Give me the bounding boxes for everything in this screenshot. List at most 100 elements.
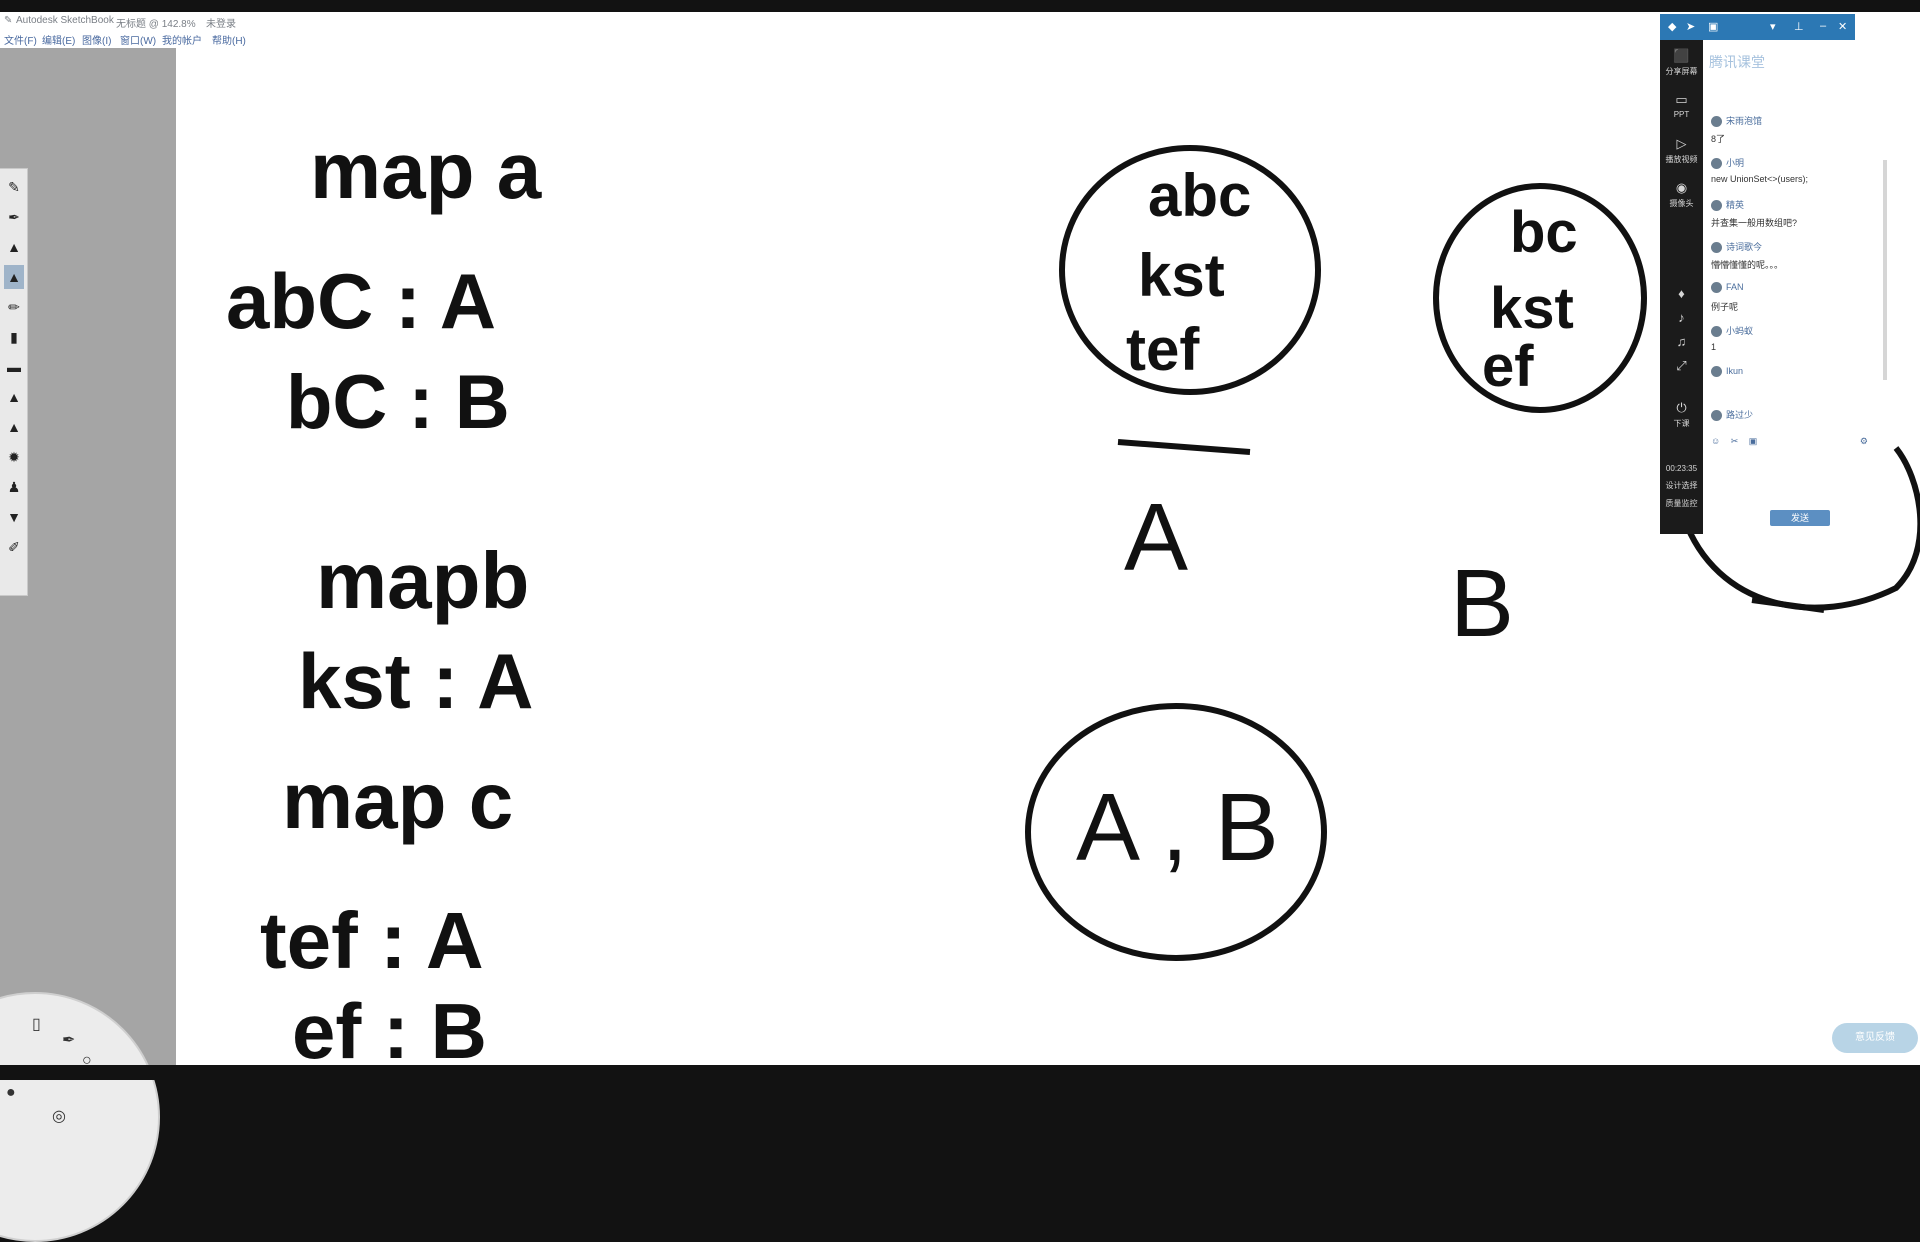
circle-b-item-1: bc xyxy=(1510,200,1578,265)
circle-a-item-2: kst xyxy=(1138,242,1225,309)
camera-button[interactable]: ◉摄像头 xyxy=(1660,180,1703,209)
lagoon-menu[interactable]: ▯ ✒ ○ ● ◎ xyxy=(0,992,160,1242)
music-icon: ♫ xyxy=(1676,334,1687,349)
app-logo-icon: ✎ xyxy=(4,15,13,26)
scissors-icon[interactable]: ✂ xyxy=(1730,436,1739,446)
text-tef-a: tef : A xyxy=(260,896,484,985)
chat-user-1: 宋雨泡馆 xyxy=(1711,114,1762,128)
brush-icon[interactable]: ✹ xyxy=(8,448,20,465)
circle-a-item-3: tef xyxy=(1126,316,1200,383)
circle-ab xyxy=(1025,703,1327,961)
menubar: 文件(F) 编辑(E) 图像(I) 窗口(W) 我的帐户 帮助(H) xyxy=(0,30,246,48)
marker-icon[interactable]: ▲ xyxy=(7,239,21,255)
document-name: 无标题 @ 142.8% xyxy=(116,19,196,30)
smudge-icon[interactable]: ▬ xyxy=(7,359,21,375)
chat-user-6: 小蚂蚁 xyxy=(1711,324,1753,338)
circle-a-item-1: abc xyxy=(1148,162,1251,229)
label-b: B xyxy=(1450,550,1514,657)
emoji-icon[interactable]: ☺ xyxy=(1711,436,1721,446)
fullscreen-icon: ⤢ xyxy=(1676,358,1687,373)
chat-header: ◆ ➤ ▣ ▾ ⊥ – ✕ xyxy=(1660,14,1855,40)
end-class-icon: ⏻ xyxy=(1676,400,1687,415)
dropdown-header-icon[interactable]: ▾ xyxy=(1770,21,1776,33)
chat-text-6: 1 xyxy=(1711,342,1717,352)
forward-header-icon[interactable]: ➤ xyxy=(1686,21,1696,33)
folder-header-icon[interactable]: ▣ xyxy=(1708,21,1719,33)
chat-text-5: 例子呢 xyxy=(1711,302,1739,312)
pen-icon[interactable]: ✒ xyxy=(8,208,20,225)
class-timer: 00:23:35 xyxy=(1665,464,1698,473)
quality-monitor[interactable]: 质量监控 xyxy=(1665,499,1698,508)
menu-account[interactable]: 我的帐户 xyxy=(162,36,202,47)
menu-file[interactable]: 文件(F) xyxy=(4,36,37,47)
avatar xyxy=(1711,200,1722,212)
minimize-icon[interactable]: – xyxy=(1820,20,1827,32)
circle-b xyxy=(1433,183,1647,413)
share-screen-button[interactable]: ⬛分享屏幕 xyxy=(1660,48,1703,77)
video-button[interactable]: ▷播放视频 xyxy=(1660,136,1703,165)
drawing-canvas[interactable]: map a abC : A bC : B mapb kst : A map c … xyxy=(176,48,1920,1075)
share-header-icon[interactable]: ◆ xyxy=(1668,21,1677,33)
menu-window[interactable]: 窗口(W) xyxy=(120,36,157,47)
chat-user-8: 路过少 xyxy=(1711,408,1753,422)
login-status[interactable]: 未登录 xyxy=(206,19,236,30)
chat-body: 腾讯课堂 宋雨泡馆 8了 小明 new UnionSet<>(users); 精… xyxy=(1703,40,1868,534)
circle-lagoon-icon[interactable]: ○ xyxy=(82,1052,92,1069)
image-icon[interactable]: ▣ xyxy=(1748,436,1758,446)
menu-edit[interactable]: 编辑(E) xyxy=(42,36,76,47)
menu-help[interactable]: 帮助(H) xyxy=(212,36,246,47)
end-class-button[interactable]: ⏻下课 xyxy=(1660,400,1703,429)
left-panel: ✎ ✒ ▲ ▲ ✏ ▮ ▬ ▲ ▲ ✹ ♟ ▼ ✐ ▯ ✒ ○ ● ◎ xyxy=(0,48,176,1242)
wand-icon[interactable]: ▼ xyxy=(7,509,21,525)
avatar xyxy=(1711,366,1722,378)
titlebar: ✎ Autodesk SketchBook 无标题 @ 142.8% 未登录 xyxy=(0,12,1920,30)
eraser-lagoon-icon[interactable]: ▯ xyxy=(32,1016,41,1033)
color-puck-icon[interactable]: ● xyxy=(6,1084,16,1101)
text-bc-b: bC : B xyxy=(286,360,510,445)
feedback-button[interactable]: 意见反馈 xyxy=(1832,1023,1918,1053)
chat-user-4: 诗词歌今 xyxy=(1711,240,1762,254)
partial-circle xyxy=(1681,446,1920,611)
chat-user-7: Ikun xyxy=(1711,366,1743,378)
chat-text-4: 懵懵懂懂的呢。。。 xyxy=(1711,260,1784,270)
pin-header-icon[interactable]: ⊥ xyxy=(1794,21,1804,33)
ppt-button[interactable]: ▭PPT xyxy=(1660,92,1703,119)
color-wheel-icon[interactable]: ◎ xyxy=(52,1108,66,1125)
text-map-c: map c xyxy=(282,756,513,845)
airbrush-icon[interactable]: ▲ xyxy=(4,265,24,289)
pen-lagoon-icon[interactable]: ✒ xyxy=(62,1032,76,1049)
share-screen-icon: ⬛ xyxy=(1673,48,1690,63)
chat-user-3: 精英 xyxy=(1711,198,1744,212)
pencil2-icon[interactable]: ✐ xyxy=(8,538,20,555)
mic-icon: ♦ xyxy=(1678,286,1685,301)
underline-a xyxy=(1117,439,1251,455)
avatar xyxy=(1711,158,1722,170)
speaker-button[interactable]: ♪ xyxy=(1660,310,1703,327)
mic-button[interactable]: ♦ xyxy=(1660,286,1703,303)
chisel-icon[interactable]: ▲ xyxy=(7,389,21,405)
eraser-icon[interactable]: ▮ xyxy=(10,328,18,345)
ink-pen-icon[interactable]: ✏ xyxy=(8,298,20,315)
speaker-icon: ♪ xyxy=(1678,310,1685,325)
dash-mark xyxy=(1751,597,1825,613)
music-button[interactable]: ♫ xyxy=(1660,334,1703,351)
send-button[interactable]: 发送 xyxy=(1770,510,1830,526)
bottom-system-bar xyxy=(0,1065,1920,1080)
design-select[interactable]: 设计选择 xyxy=(1665,481,1698,490)
chat-text-1: 8了 xyxy=(1711,134,1726,144)
text-kst-a: kst : A xyxy=(298,637,534,725)
chat-user-2: 小明 xyxy=(1711,156,1744,170)
chat-text-3: 并查集一般用数组吧? xyxy=(1711,218,1798,228)
menu-image[interactable]: 图像(I) xyxy=(82,36,112,47)
chat-scrollbar[interactable] xyxy=(1883,160,1887,380)
circle-b-item-2: kst xyxy=(1490,276,1574,341)
avatar xyxy=(1711,326,1722,338)
fullscreen-button[interactable]: ⤢ xyxy=(1660,358,1703,376)
chat-banner: 腾讯课堂 xyxy=(1709,54,1765,70)
fill-icon[interactable]: ▲ xyxy=(7,419,21,435)
close-icon[interactable]: ✕ xyxy=(1838,21,1848,33)
stamp-icon[interactable]: ♟ xyxy=(7,478,21,495)
settings-icon[interactable]: ⚙ xyxy=(1859,436,1868,446)
pencil-icon[interactable]: ✎ xyxy=(8,178,20,195)
text-map-a: map a xyxy=(310,126,542,215)
